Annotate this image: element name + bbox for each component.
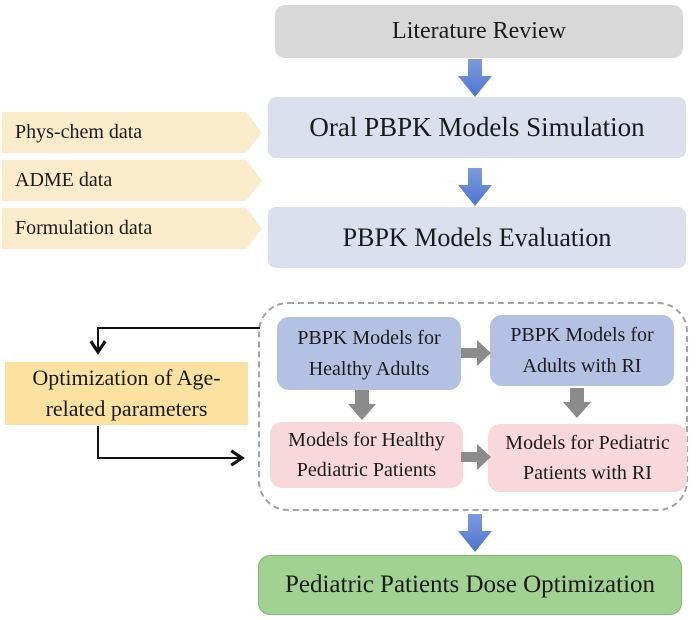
down-arrow-icon — [458, 59, 492, 97]
adult-ri-label: PBPK Models for Adults with RI — [510, 323, 654, 377]
literature-review-label: Literature Review — [392, 18, 566, 45]
connector-optimization-to-pediatric — [97, 426, 245, 467]
down-arrow-icon — [458, 514, 492, 552]
down-arrow-icon — [458, 168, 492, 206]
input-banner-adme: ADME data — [2, 160, 262, 201]
optimization-line1: Optimization of Age- — [32, 364, 221, 390]
input-banner-formulation: Formulation data — [2, 208, 262, 249]
pediatric-healthy-model-box: Models for Healthy Pediatric Patients — [270, 422, 463, 488]
right-arrow-icon — [461, 340, 491, 366]
pediatric-ri-model-box: Models for Pediatric Patients with RI — [488, 424, 687, 492]
adult-ri-model-box: PBPK Models for Adults with RI — [490, 315, 674, 386]
down-arrow-gray-icon — [563, 388, 591, 418]
down-arrow-gray-icon — [348, 390, 376, 420]
connector-group-to-optimization — [89, 327, 260, 355]
banner-label: Phys-chem data — [15, 121, 143, 143]
optimization-line2: related parameters — [45, 395, 208, 421]
dose-optimization-box: Pediatric Patients Dose Optimization — [258, 555, 682, 615]
pediatric-healthy-label: Models for Healthy Pediatric Patients — [288, 429, 445, 481]
adult-healthy-model-box: PBPK Models for Healthy Adults — [277, 317, 461, 390]
input-banner-phys-chem: Phys-chem data — [2, 112, 262, 153]
oral-simulation-label: Oral PBPK Models Simulation — [309, 112, 645, 143]
model-group-dashed-container — [258, 302, 688, 511]
dose-optimization-label: Pediatric Patients Dose Optimization — [284, 571, 656, 599]
adult-healthy-label: PBPK Models for Healthy Adults — [297, 326, 441, 380]
oral-simulation-box: Oral PBPK Models Simulation — [268, 97, 686, 158]
literature-review-box: Literature Review — [275, 5, 683, 58]
evaluation-label: PBPK Models Evaluation — [342, 222, 612, 252]
optimization-box: Optimization of Age- related parameters — [5, 362, 248, 425]
banner-label: ADME data — [15, 169, 113, 191]
banner-label: Formulation data — [15, 217, 153, 239]
right-arrow-icon — [461, 444, 491, 470]
evaluation-box: PBPK Models Evaluation — [268, 207, 686, 268]
pediatric-ri-label: Models for Pediatric Patients with RI — [505, 432, 670, 484]
